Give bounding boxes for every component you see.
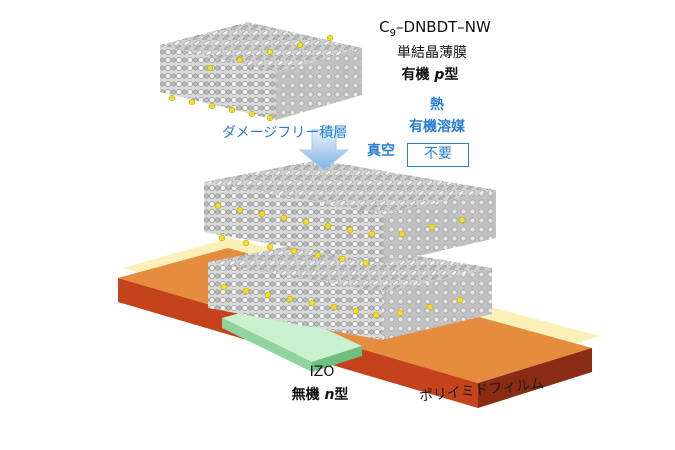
- not-needed-heat: 熱: [430, 94, 444, 114]
- not-needed-vacuum: 真空: [367, 140, 395, 160]
- not-needed-badge: 不要: [407, 143, 469, 167]
- material-description: 単結晶薄膜: [397, 42, 467, 62]
- organic-p-type-label: 有機 p型: [402, 64, 459, 84]
- damage-free-lamination-label: ダメージフリー積層: [222, 122, 347, 142]
- material-name: C9–DNBDT–NW: [379, 18, 491, 39]
- inorganic-n-type-label: 無機 n型: [292, 384, 349, 404]
- top-single-crystal: [160, 22, 362, 121]
- not-needed-organic-solvent: 有機溶媒: [409, 116, 465, 136]
- izo-label: IZO: [310, 364, 335, 380]
